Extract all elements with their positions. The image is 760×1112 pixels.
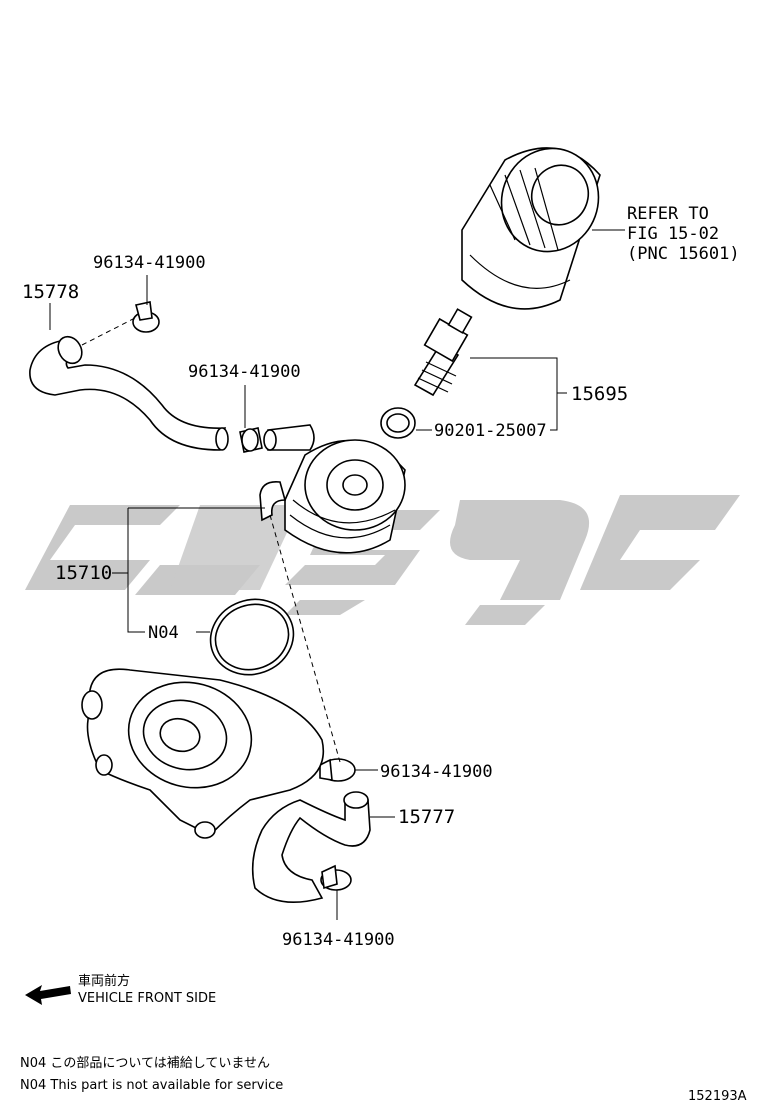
- engine-housing: [81, 668, 324, 839]
- callout-hose-lower: 15777: [398, 806, 455, 828]
- clamp-mid: [239, 427, 263, 453]
- arrow-left-icon: [25, 985, 71, 1005]
- o-ring: [209, 598, 295, 676]
- callout-cooler: 15710: [55, 562, 112, 584]
- callout-clamp-mid: 96134-41900: [188, 362, 301, 382]
- pipe-stub: [263, 424, 315, 451]
- direction-label-jp: 車両前方: [78, 973, 130, 989]
- direction-label-en: VEHICLE FRONT SIDE: [78, 991, 216, 1006]
- callout-hose-upper: 15778: [22, 281, 79, 303]
- callout-o-ring: N04: [148, 623, 179, 643]
- refer-label-line3: (PNC 15601): [627, 244, 740, 264]
- refer-label-line2: FIG 15-02: [627, 224, 719, 244]
- callout-union-bolt: 15695: [571, 383, 628, 405]
- note-en: N04 This part is not available for servi…: [20, 1078, 283, 1093]
- callout-clamp-lower-right: 96134-41900: [380, 762, 493, 782]
- callout-clamp-top-left: 96134-41900: [93, 253, 206, 273]
- refer-label-line1: REFER TO: [627, 204, 709, 224]
- callout-clamp-bottom: 96134-41900: [282, 930, 395, 950]
- union-bolt: [413, 308, 473, 397]
- callout-gasket: 90201-25007: [434, 421, 547, 441]
- clamp-lower-right: [319, 758, 356, 782]
- clamp-top-left: [132, 301, 160, 333]
- upper-hose: [29, 335, 229, 451]
- oil-cooler: [259, 439, 406, 554]
- note-jp: N04 この部品については補給していません: [20, 1056, 270, 1071]
- oil-filter: [461, 147, 601, 310]
- clamp-bottom: [320, 864, 352, 891]
- lower-hose: [251, 791, 371, 904]
- gasket: [380, 407, 416, 439]
- figure-id: 152193A: [688, 1089, 747, 1104]
- vehicle-front-indicator: 車両前方 VEHICLE FRONT SIDE: [25, 973, 216, 1006]
